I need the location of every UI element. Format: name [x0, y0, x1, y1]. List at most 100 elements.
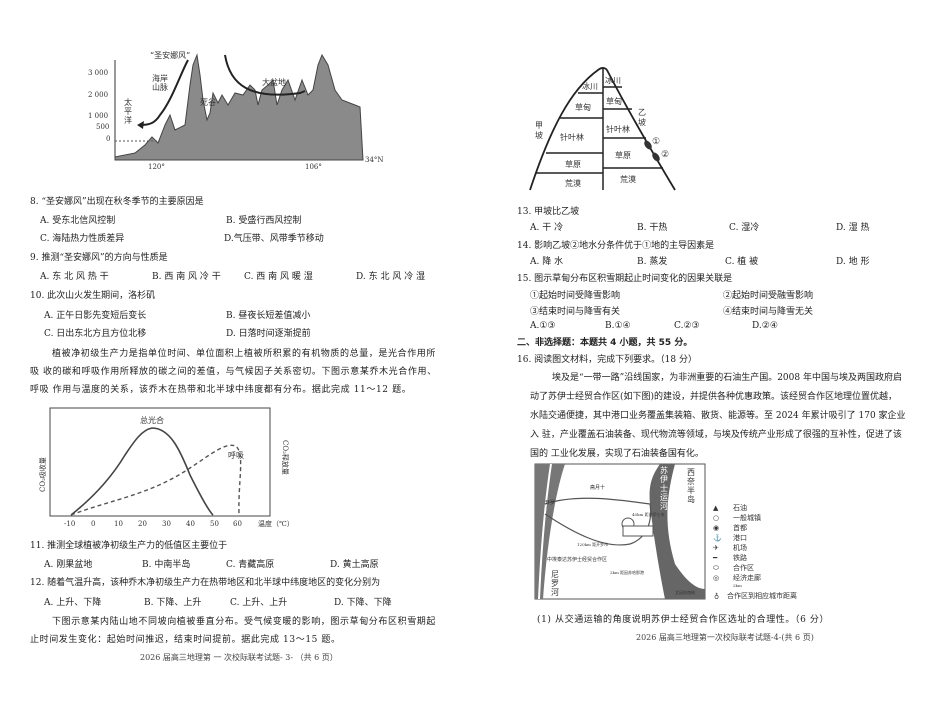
zone-label: 针叶林 — [606, 124, 630, 134]
q13-option-b[interactable]: B. 干热 — [637, 223, 668, 233]
map-sinai-label: 西奈半岛 — [687, 468, 695, 504]
ytick: 3 000 — [88, 69, 108, 77]
q10-option-a[interactable]: A. 正午日影先变短后变长 — [44, 311, 147, 321]
q15-option-c[interactable]: C.②③ — [674, 321, 700, 331]
ytick: 500 — [96, 123, 109, 131]
xtick: 20 — [138, 520, 147, 528]
passage-line: 动了苏伊士经贸合作区(如下图)的建设，并提供各种优惠政策。该经贸合作区地理位置优… — [530, 392, 898, 402]
q9-stem: 9. 推测“圣安娜风”的方向与性质是 — [30, 253, 168, 263]
q14-option-b[interactable]: B. 蒸发 — [637, 257, 668, 267]
q8-option-b[interactable]: B. 受盛行西风控制 — [226, 216, 302, 226]
legend-item: 经济走廊 — [733, 573, 761, 582]
legend-item: 合作区 — [733, 563, 754, 572]
q15-statement-4: ④结束时间与降雪无关 — [723, 307, 814, 317]
legend-railway-icon: ━ — [712, 554, 718, 562]
xtick: -10 — [64, 520, 75, 528]
xtick: 0 — [91, 520, 95, 528]
xtick: 106° — [305, 163, 322, 171]
slope-jia-label-2: 坡 — [535, 130, 543, 140]
map-city2-label: 斋月十 — [590, 485, 606, 491]
legend-port-icon: ⚓ — [713, 533, 722, 542]
terrain-profile-figure: “圣安娜风” 死谷 大盆地 3 000 2 000 1 000 500 0 12… — [88, 50, 384, 171]
pacific-label: 太平洋 — [124, 98, 132, 125]
map-zone-label: 中埃泰达苏伊士经贸合作区 — [547, 556, 607, 563]
legend-zone-icon: ⬭ — [713, 564, 719, 572]
zone-label: 草原 — [615, 150, 631, 160]
legend-item: 石油 — [733, 503, 747, 512]
legend-km: 2km — [733, 583, 742, 588]
xtick: 30 — [162, 520, 171, 528]
q9-option-b[interactable]: B. 西 南 风 冷 干 — [152, 272, 221, 282]
map-distance-cairo: 120km 距开罗市 — [577, 541, 608, 547]
q12-option-d[interactable]: D. 下降、下降 — [334, 598, 392, 608]
q16-stem: 16. 阅读图文材料，完成下列要求。（18 分） — [517, 355, 697, 365]
q12-option-a[interactable]: A. 上升、下降 — [44, 598, 102, 608]
q10-option-c[interactable]: C. 日出东北方且方位北移 — [44, 329, 147, 339]
photosynthesis-respiration-figure: 总光合 呼吸 CO₂吸收量 CO₂释放量 -10 0 10 20 30 40 5… — [38, 407, 294, 528]
x-label: 温度（℃） — [258, 519, 294, 528]
xtick: 50 — [210, 520, 219, 528]
q10-option-b[interactable]: B. 昼夜长短差值减小 — [226, 311, 311, 321]
map-nile-label: 尼罗河 — [551, 570, 559, 597]
map-canal-label: 苏伊士运河 — [660, 466, 668, 511]
vegetation-zone-figure: 冰川 草甸 针叶林 草原 荒漠 冰川 草甸 针叶林 草原 荒漠 甲 坡 乙 坡 … — [529, 67, 676, 191]
slope-jia-label: 甲 — [535, 121, 543, 130]
passage-line: 呼吸 作用与温度的关系，该乔木在热带和北半球中纬度都有分布。据此完成 11～12… — [30, 385, 412, 395]
legend-town-icon: ○ — [713, 514, 719, 522]
q14-option-d[interactable]: D. 地 形 — [836, 257, 870, 267]
map-distance-suez: 40km 距苏伊士市 — [632, 511, 665, 517]
q10-option-d[interactable]: D. 日落时间逐渐提前 — [226, 329, 311, 339]
q15-option-d[interactable]: D.②④ — [752, 321, 778, 331]
q14-option-c[interactable]: C. 植 被 — [725, 257, 759, 267]
ytick: 0 — [106, 135, 110, 143]
passage-line: 下图示意某内陆山地不同坡向植被垂直分布。受气候变暖的影响，图示草甸分布区积雪期起 — [52, 617, 437, 627]
xtick: 10 — [114, 520, 123, 528]
zone-label: 草原 — [565, 159, 581, 169]
q11-option-b[interactable]: B. 中南半岛 — [142, 560, 191, 570]
legend-item: 港口 — [733, 533, 747, 542]
q11-option-a[interactable]: A. 刚果盆地 — [44, 560, 93, 570]
q14-option-a[interactable]: A. 降 水 — [530, 257, 564, 267]
legend-pin-icon: ♁ — [714, 592, 719, 600]
q15-option-b[interactable]: B.①④ — [605, 321, 631, 331]
q9-option-a[interactable]: A. 东 北 风 热 干 — [40, 272, 109, 282]
xtick: 40 — [186, 520, 195, 528]
q13-option-a[interactable]: A. 干 冷 — [530, 223, 564, 233]
q14-stem: 14. 影响乙坡②地水分条件优于①地的主导因素是 — [517, 241, 715, 251]
ytick: 2 000 — [88, 91, 108, 99]
slope-yi-label: 乙 — [638, 108, 646, 117]
q9-option-d[interactable]: D. 东 北 风 冷 湿 — [356, 272, 426, 282]
legend-item: 首都 — [733, 523, 747, 532]
valley-label: 死谷 — [200, 98, 216, 107]
q9-option-c[interactable]: C. 西 南 风 暖 湿 — [244, 272, 313, 282]
legend-capital-icon: ◉ — [713, 524, 719, 532]
zone-label: 冰川 — [605, 75, 621, 85]
zone-label: 草甸 — [606, 96, 622, 106]
q12-option-c[interactable]: C. 上升、上升 — [230, 598, 288, 608]
map-legend: ▲石油 ○一般城镇 ◉首都 ⚓港口 ✈机场 ━铁路 ⬭合作区 ◎经济走廊 ♁2k… — [712, 503, 797, 600]
q8-option-c[interactable]: C. 海陆热力性质差异 — [40, 234, 125, 244]
passage-line: 植被净初级生产力是指单位时间、单位面积上植被所积累的有机物质的总量，是光合作用所 — [52, 349, 437, 359]
basin-label: 大盆地 — [262, 77, 286, 87]
zone-label: 针叶林 — [560, 132, 584, 142]
q12-option-b[interactable]: B. 下降、上升 — [144, 598, 202, 608]
zone-label: 冰川 — [582, 81, 598, 91]
q15-option-a[interactable]: A.①③ — [530, 321, 556, 331]
q13-option-c[interactable]: C. 湿冷 — [729, 223, 760, 233]
photosynthesis-label: 总光合 — [140, 415, 164, 425]
q8-option-a[interactable]: A. 受东北信风控制 — [40, 216, 116, 226]
zone-label: 荒漠 — [565, 178, 581, 188]
q8-option-d[interactable]: D.气压带、风带季节移动 — [224, 234, 324, 244]
q11-stem: 11. 推测全球植被净初级生产力的低值区主要位于 — [30, 541, 228, 551]
suez-zone-map: 开罗 中埃泰达苏伊士经贸合作区 120km 距开罗市 40km 距苏伊士市 2k… — [534, 463, 797, 600]
q15-statement-3: ③结束时间与降雪有关 — [530, 307, 621, 317]
legend-corridor-icon: ◎ — [713, 574, 719, 582]
ytick: 1 000 — [88, 112, 108, 120]
q13-option-d[interactable]: D. 湿 热 — [836, 223, 870, 233]
xtick: 120° — [148, 163, 165, 171]
map-distance-port: 2km 距因苏哈那港 — [610, 569, 644, 575]
legend-item: 合作区到相应城市距离 — [727, 591, 797, 600]
map-sokhna-label: 艾因苏赫纳 — [675, 589, 695, 595]
q11-option-d[interactable]: D. 黄土高原 — [330, 560, 379, 570]
q11-option-c[interactable]: C. 青藏高原 — [226, 560, 275, 570]
